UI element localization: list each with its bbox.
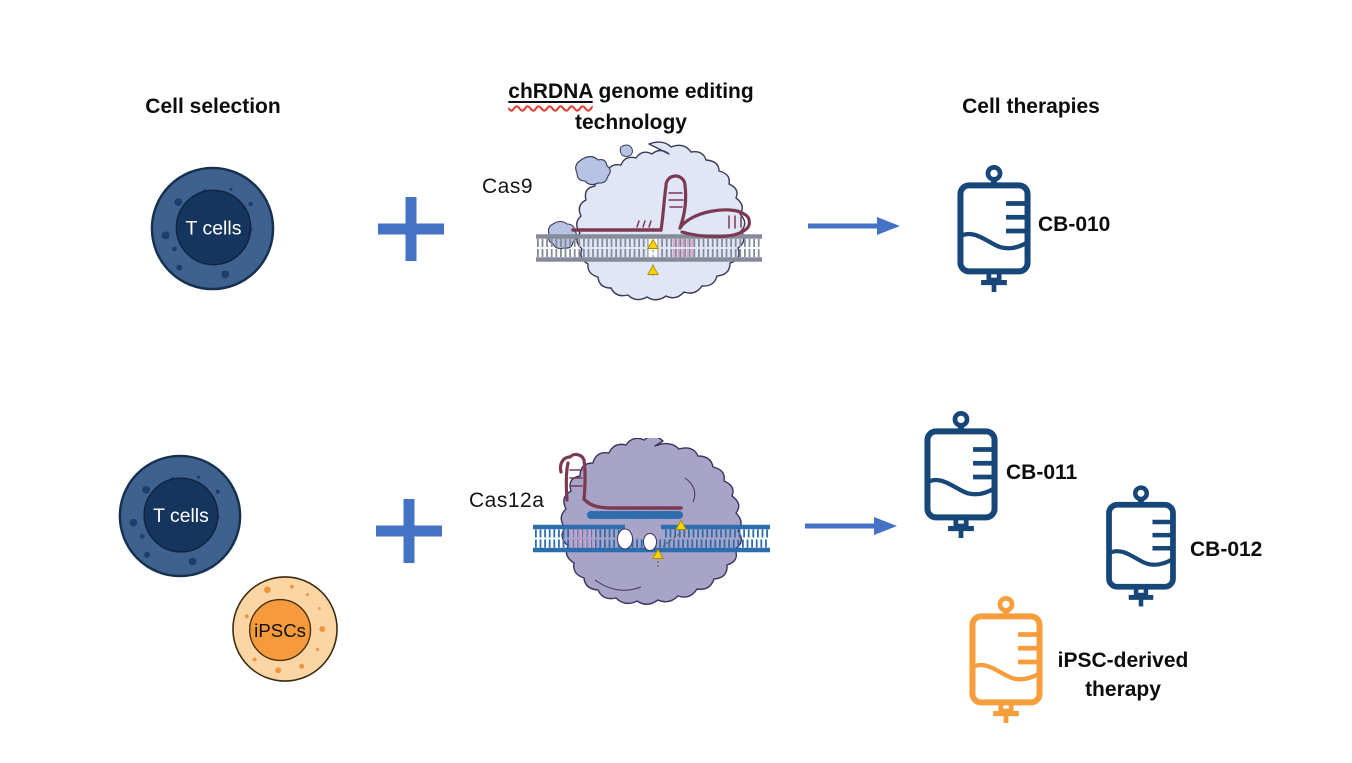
ipsc-granules	[244, 584, 326, 674]
cas12a-complex-icon	[533, 438, 770, 605]
cas9-cut-site	[647, 238, 659, 276]
t-cell-icon: T cells	[118, 454, 242, 578]
therapy-label-ipsc-derived: iPSC-derived therapy	[1057, 649, 1189, 701]
iv-bag-icon	[924, 410, 998, 539]
cas9-guide-rna	[571, 174, 751, 239]
cas9-label: Cas9	[482, 175, 534, 198]
arrow-right-icon	[808, 217, 900, 235]
plus-icon	[376, 499, 442, 563]
therapy-label-cb011: CB-011	[1006, 461, 1078, 484]
iv-bag-icon	[1106, 485, 1176, 607]
cas9-complex-icon	[536, 141, 762, 301]
column-header-cell-selection: Cell selection	[145, 95, 281, 118]
therapy-label-cb012: CB-012	[1190, 538, 1263, 561]
chrdna-underlined-text: chRDNA	[508, 80, 593, 103]
t-cell-label: T cells	[185, 217, 241, 239]
genome-editing-line2: technology	[574, 111, 687, 134]
ipsc-cell-label: iPSCs	[254, 620, 306, 641]
t-cell-icon: T cells	[150, 166, 275, 291]
t-cell-label: T cells	[153, 505, 209, 527]
chrdna-misspell-underline: chRDNA	[508, 80, 592, 103]
therapy-label-cb010: CB-010	[1038, 213, 1111, 236]
ipsc-cell-icon: iPSCs	[232, 576, 338, 682]
column-header-genome-editing: chRDNA genome editing technology	[476, 76, 786, 138]
column-header-cell-therapies: Cell therapies	[962, 95, 1100, 118]
iv-bag-icon	[969, 595, 1043, 724]
iv-bag-icon	[957, 164, 1031, 293]
cas9-protein-body	[547, 141, 746, 301]
cas12a-cut-sites	[652, 519, 687, 568]
cas12a-protein-body	[560, 438, 743, 605]
arrow-right-icon	[805, 517, 897, 535]
genome-editing-text: genome editing	[592, 80, 754, 103]
cas12a-guide-rna	[558, 452, 683, 519]
cas12a-label: Cas12a	[469, 489, 545, 512]
plus-icon	[378, 197, 444, 261]
